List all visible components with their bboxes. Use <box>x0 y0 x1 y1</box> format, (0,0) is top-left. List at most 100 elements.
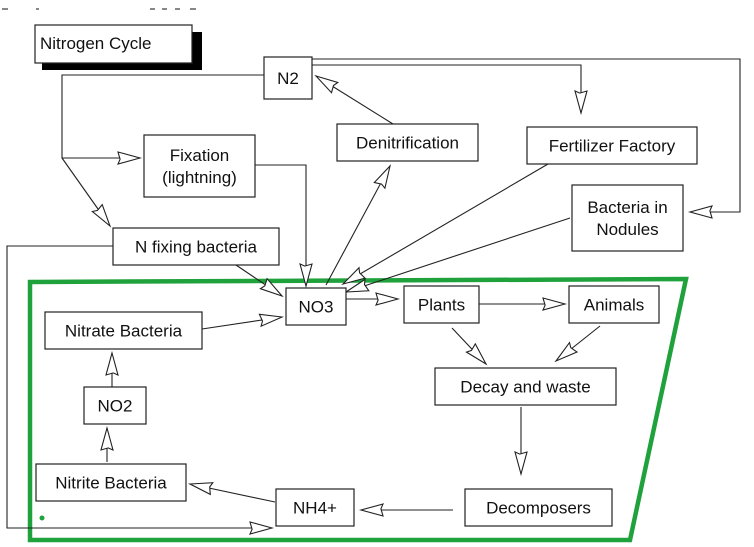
node-label: Decay and waste <box>460 378 590 397</box>
edge-line <box>342 163 549 285</box>
edge-nfixing-to-nh4 <box>6 245 275 535</box>
edge-denitrification-to-n2 <box>314 74 394 125</box>
node-box <box>285 287 347 326</box>
node-box <box>464 488 613 527</box>
node-animals: Animals <box>568 285 660 324</box>
node-fertilizer: Fertilizer Factory <box>526 126 698 165</box>
edge-no3-to-plants <box>346 292 401 306</box>
arrowhead-icon <box>687 205 713 219</box>
edge-line <box>6 245 272 529</box>
edge-fertilizer-to-no3 <box>341 163 549 286</box>
edge-plants-to-animals <box>479 297 568 311</box>
node-label: Bacteria in <box>587 198 667 217</box>
arrowhead-icon <box>373 164 391 190</box>
arrowhead-icon <box>358 503 384 517</box>
edge-line <box>312 58 741 213</box>
node-decay: Decay and waste <box>434 367 617 406</box>
node-nitrate: Nitrate Bacteria <box>44 311 203 350</box>
node-decomposers: Decomposers <box>464 488 613 527</box>
node-nfixing: N fixing bacteria <box>112 227 280 266</box>
node-nh4: NH4+ <box>275 488 355 527</box>
edge-decay-to-decomposers <box>514 407 528 477</box>
node-label: Nitrite Bacteria <box>55 474 167 493</box>
edge-n2-to-nfixing <box>61 157 112 228</box>
edge-fixation-to-no3 <box>255 164 313 289</box>
edge-animals-to-decay <box>554 325 601 363</box>
node-box <box>143 134 256 198</box>
arrowhead-icon <box>117 151 143 165</box>
node-box <box>44 311 203 350</box>
node-no3: NO3 <box>285 287 347 326</box>
edge-line <box>345 217 571 293</box>
node-box <box>35 463 187 502</box>
node-label: NO2 <box>98 397 133 416</box>
edge-decomposers-to-nh4 <box>358 503 453 517</box>
node-label: Denitrification <box>356 134 459 153</box>
region-dot <box>39 515 45 521</box>
node-nitrite: Nitrite Bacteria <box>35 463 187 502</box>
node-box <box>526 126 698 165</box>
node-denitrification: Denitrification <box>336 123 479 162</box>
node-label: Nodules <box>596 220 658 239</box>
arrowhead-icon <box>574 90 588 116</box>
edge-line <box>325 165 391 286</box>
edge-n2-to-nodules <box>312 58 741 219</box>
node-box <box>336 123 479 162</box>
arrowhead-icon <box>314 74 340 94</box>
arrowhead-icon <box>259 277 284 298</box>
edge-line <box>61 74 264 159</box>
arrowhead-icon <box>341 266 367 286</box>
node-box <box>434 367 617 406</box>
arrowhead-icon <box>344 278 370 293</box>
edge-n2-to-fertilizer <box>312 64 588 116</box>
scan-artifacts <box>2 8 196 10</box>
arrowhead-icon <box>105 350 119 376</box>
edge-line <box>255 164 307 286</box>
node-n2: N2 <box>263 56 313 100</box>
arrowhead-icon <box>249 521 275 535</box>
edge-nitrate-to-no3 <box>201 313 285 330</box>
edge-no3-to-denitrification <box>325 164 391 286</box>
arrowhead-icon <box>299 263 313 289</box>
node-box <box>263 56 313 100</box>
edge-nh4-to-nitrite <box>187 482 276 503</box>
node-box <box>112 227 280 266</box>
node-label: N fixing bacteria <box>135 238 257 257</box>
node-plants: Plants <box>403 285 480 324</box>
node-label: Animals <box>584 296 644 315</box>
node-no2: NO2 <box>83 386 147 425</box>
node-box <box>403 285 480 324</box>
node-box <box>571 184 684 252</box>
edges-layer <box>6 58 741 535</box>
diagram-title: Nitrogen Cycle <box>40 34 152 53</box>
node-fixation: Fixation (lightning) <box>143 134 256 198</box>
arrowhead-icon <box>514 451 528 477</box>
node-box <box>83 386 147 425</box>
edge-nodules-to-no3 <box>344 217 571 293</box>
title-box: Nitrogen Cycle <box>34 24 202 70</box>
arrowhead-icon <box>187 482 214 496</box>
arrowhead-icon <box>258 313 285 328</box>
arrowhead-icon <box>554 341 579 363</box>
arrowhead-icon <box>542 297 568 311</box>
edge-n2-to-fixation <box>61 74 264 165</box>
node-label: NH4+ <box>293 499 337 518</box>
node-box <box>275 488 355 527</box>
edge-plants-to-decay <box>451 327 488 366</box>
arrowhead-icon <box>465 342 488 366</box>
organism-cycle-region <box>27 276 689 543</box>
node-label: Nitrate Bacteria <box>65 322 183 341</box>
edge-line <box>312 64 582 113</box>
arrowhead-icon <box>375 292 401 306</box>
node-label: Fixation <box>170 146 230 165</box>
edge-no2-to-nitrate <box>105 350 119 387</box>
node-label: N2 <box>277 69 299 88</box>
arrowhead-icon <box>100 425 114 451</box>
arrowhead-icon <box>91 203 112 228</box>
node-label: NO3 <box>299 298 334 317</box>
node-nodules: Bacteria in Nodules <box>571 184 684 252</box>
node-box <box>568 285 660 324</box>
node-label: (lightning) <box>162 168 237 187</box>
